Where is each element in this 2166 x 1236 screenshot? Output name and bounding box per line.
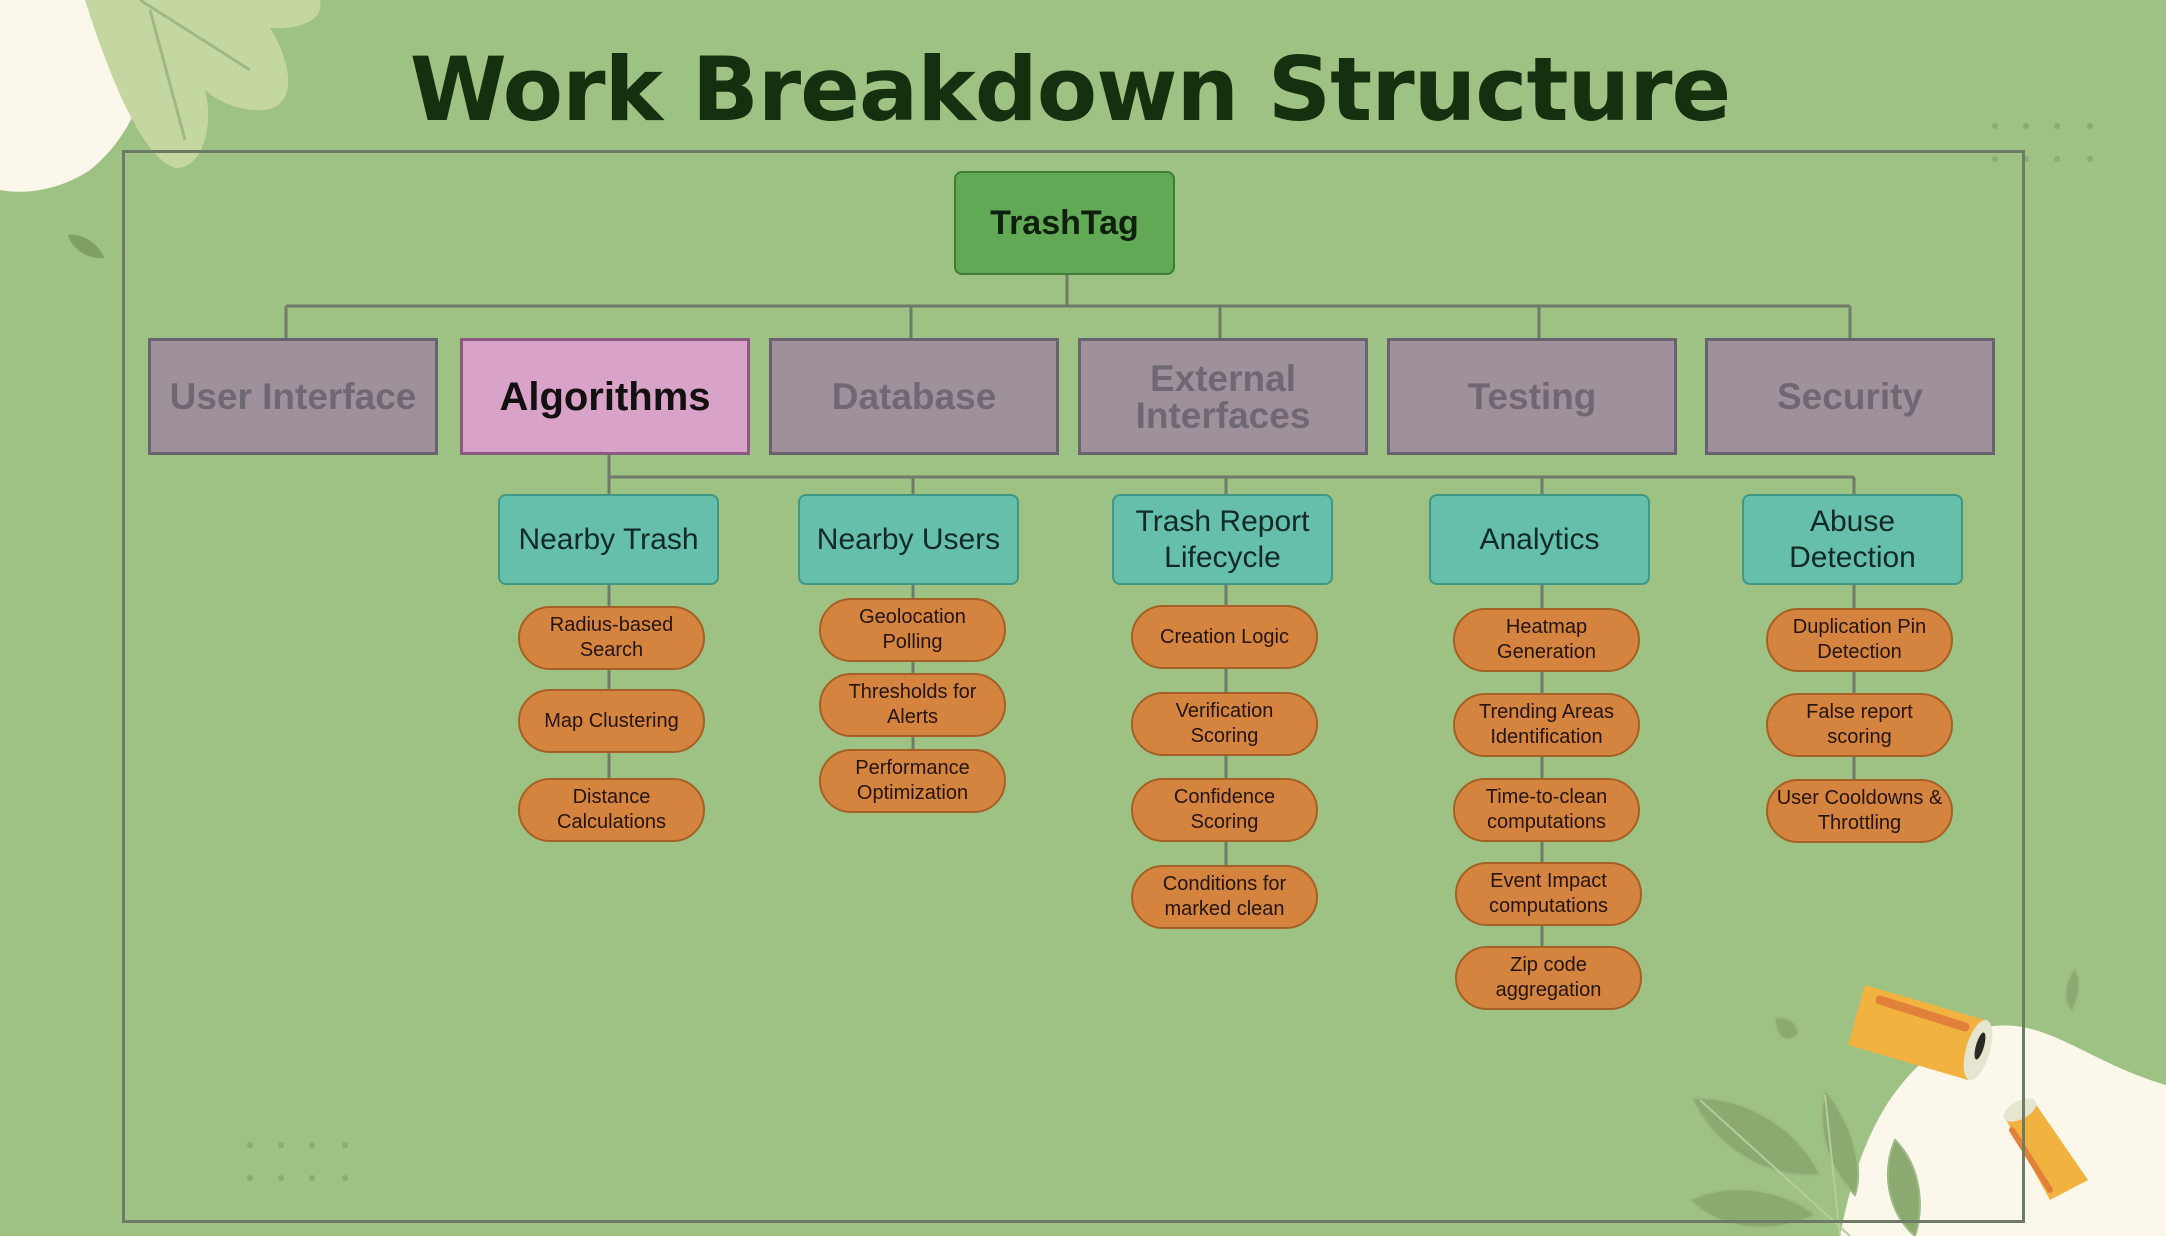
category-user-interface[interactable]: User Interface xyxy=(148,338,438,455)
task-conditions-for-marked-clean[interactable]: Conditions for marked clean xyxy=(1131,865,1318,929)
task-geolocation-polling[interactable]: Geolocation Polling xyxy=(819,598,1006,662)
can-large xyxy=(1848,985,1993,1080)
task-performance-optimization[interactable]: Performance Optimization xyxy=(819,749,1006,813)
subcategory-analytics[interactable]: Analytics xyxy=(1429,494,1650,585)
task-map-clustering[interactable]: Map Clustering xyxy=(518,689,705,753)
task-event-impact-computations[interactable]: Event Impact computations xyxy=(1455,862,1642,926)
dot-grid-top-right xyxy=(1992,123,2093,162)
task-zip-code-aggregation[interactable]: Zip code aggregation xyxy=(1455,946,1642,1010)
small-leaf-left xyxy=(68,234,104,259)
task-creation-logic[interactable]: Creation Logic xyxy=(1131,605,1318,669)
subcategory-abuse-detection[interactable]: Abuse Detection xyxy=(1742,494,1963,585)
leaf-top-left-large xyxy=(85,0,321,169)
category-external-interfaces[interactable]: External Interfaces xyxy=(1078,338,1368,455)
task-radius-based-search[interactable]: Radius-based Search xyxy=(518,606,705,670)
subcategory-nearby-users[interactable]: Nearby Users xyxy=(798,494,1019,585)
category-database[interactable]: Database xyxy=(769,338,1059,455)
task-time-to-clean-computations[interactable]: Time-to-clean computations xyxy=(1453,778,1640,842)
root-node: TrashTag xyxy=(954,171,1175,275)
task-confidence-scoring[interactable]: Confidence Scoring xyxy=(1131,778,1318,842)
task-user-cooldowns-throttling[interactable]: User Cooldowns & Throttling xyxy=(1766,779,1953,843)
category-algorithms[interactable]: Algorithms xyxy=(460,338,750,455)
task-heatmap-generation[interactable]: Heatmap Generation xyxy=(1453,608,1640,672)
dot-grid-bottom-left xyxy=(247,1142,348,1181)
task-distance-calculations[interactable]: Distance Calculations xyxy=(518,778,705,842)
root-to-categories-line xyxy=(284,273,1852,338)
task-trending-areas-identification[interactable]: Trending Areas Identification xyxy=(1453,693,1640,757)
task-thresholds-for-alerts[interactable]: Thresholds for Alerts xyxy=(819,673,1006,737)
task-verification-scoring[interactable]: Verification Scoring xyxy=(1131,692,1318,756)
page-title: Work Breakdown Structure xyxy=(409,38,1732,141)
algorithms-to-subcategories-line xyxy=(607,453,1856,495)
task-false-report-scoring[interactable]: False report scoring xyxy=(1766,693,1953,757)
subcategory-nearby-trash[interactable]: Nearby Trash xyxy=(498,494,719,585)
leaves-bottom-right xyxy=(1688,966,2081,1236)
subcategory-trash-report-lifecycle[interactable]: Trash Report Lifecycle xyxy=(1112,494,1333,585)
cream-blob-bottom-right xyxy=(1840,1025,2166,1236)
task-duplication-pin-detection[interactable]: Duplication Pin Detection xyxy=(1766,608,1953,672)
category-security[interactable]: Security xyxy=(1705,338,1995,455)
category-testing[interactable]: Testing xyxy=(1387,338,1677,455)
can-small xyxy=(2003,1098,2088,1200)
diagram-frame xyxy=(122,150,2025,1223)
